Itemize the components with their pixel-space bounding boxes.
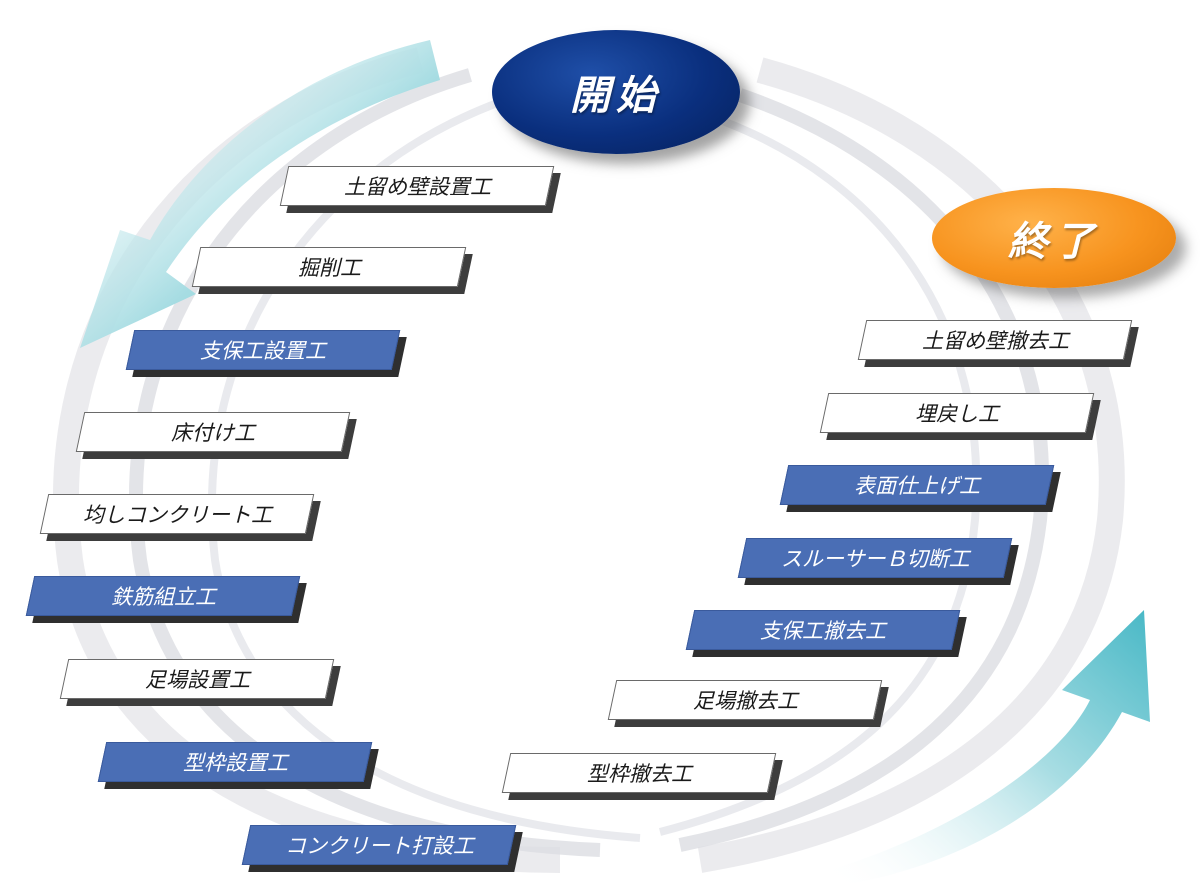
right-step: 表面仕上げ工 xyxy=(779,465,1055,505)
left-step-label: 均しコンクリート工 xyxy=(82,503,272,527)
right-step-label: スルーサーＢ切断工 xyxy=(780,547,970,571)
end-label: 終了 xyxy=(1008,219,1100,265)
left-step-label: 掘削工 xyxy=(297,256,361,280)
left-step: 土留め壁設置工 xyxy=(279,166,555,206)
left-step-label: コンクリート打設工 xyxy=(284,834,474,858)
right-step: 支保工撤去工 xyxy=(685,610,961,650)
left-step-label: 床付け工 xyxy=(171,421,255,445)
left-step-label: 支保工設置工 xyxy=(200,339,326,363)
left-step: 型枠設置工 xyxy=(97,742,373,782)
right-step: 土留め壁撤去工 xyxy=(857,320,1133,360)
left-step: 鉄筋組立工 xyxy=(25,576,301,616)
left-step-label: 土留め壁設置工 xyxy=(343,175,491,199)
right-step-label: 土留め壁撤去工 xyxy=(921,329,1069,353)
right-step: スルーサーＢ切断工 xyxy=(737,538,1013,578)
right-step-label: 支保工撤去工 xyxy=(760,619,886,643)
start-oval: 開始 xyxy=(492,30,740,154)
right-step-label: 足場撤去工 xyxy=(692,689,798,713)
right-step: 型枠撤去工 xyxy=(501,753,777,793)
left-step: 掘削工 xyxy=(191,247,467,287)
left-arrow xyxy=(80,40,440,348)
left-step-label: 型枠設置工 xyxy=(182,751,288,775)
right-step: 埋戻し工 xyxy=(819,393,1095,433)
left-step-label: 足場設置工 xyxy=(144,668,250,692)
start-label: 開始 xyxy=(570,73,662,119)
right-arrow xyxy=(830,610,1150,884)
right-step-label: 埋戻し工 xyxy=(915,402,999,426)
right-step-label: 表面仕上げ工 xyxy=(854,474,980,498)
end-oval: 終了 xyxy=(932,188,1176,288)
right-step-label: 型枠撤去工 xyxy=(586,762,692,786)
left-step: コンクリート打設工 xyxy=(241,825,517,865)
left-step: 支保工設置工 xyxy=(125,330,401,370)
left-step-label: 鉄筋組立工 xyxy=(110,585,216,609)
left-step: 床付け工 xyxy=(75,412,351,452)
right-step: 足場撤去工 xyxy=(607,680,883,720)
left-step: 足場設置工 xyxy=(59,659,335,699)
left-step: 均しコンクリート工 xyxy=(39,494,315,534)
